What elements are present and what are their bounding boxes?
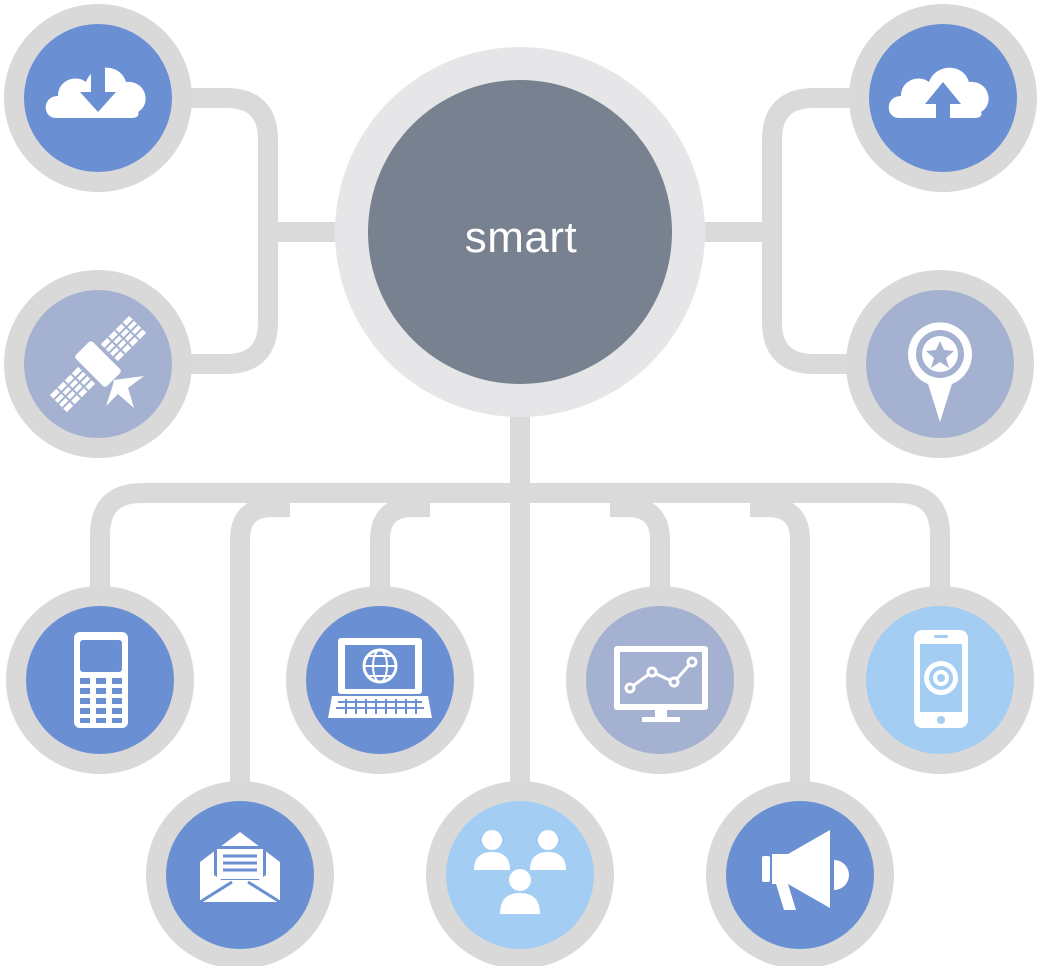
center-hub bbox=[368, 80, 672, 384]
cloud-download-icon bbox=[45, 67, 146, 118]
node-upload bbox=[869, 24, 1017, 172]
mobile-phone-icon bbox=[74, 632, 128, 728]
smartphone-target-icon bbox=[914, 630, 968, 728]
node-phone bbox=[26, 606, 174, 754]
node-megaphone bbox=[726, 801, 874, 949]
node-people bbox=[446, 801, 594, 949]
node-satellite bbox=[24, 290, 172, 438]
connector-lines bbox=[90, 88, 950, 785]
node-smartphone bbox=[866, 606, 1014, 754]
megaphone-icon bbox=[762, 830, 849, 910]
envelope-icon bbox=[199, 832, 281, 904]
node-laptop bbox=[306, 606, 454, 754]
line-chart-monitor-icon bbox=[614, 646, 708, 722]
node-download bbox=[24, 24, 172, 172]
satellite-icon bbox=[49, 315, 147, 413]
node-chart bbox=[586, 606, 734, 754]
cloud-upload-icon bbox=[888, 67, 989, 120]
location-star-pin-icon bbox=[908, 322, 972, 422]
people-group-icon bbox=[474, 830, 566, 914]
node-location bbox=[866, 290, 1014, 438]
laptop-globe-icon bbox=[328, 638, 432, 718]
node-mail bbox=[166, 801, 314, 949]
center-hub-label: smart bbox=[464, 213, 578, 262]
